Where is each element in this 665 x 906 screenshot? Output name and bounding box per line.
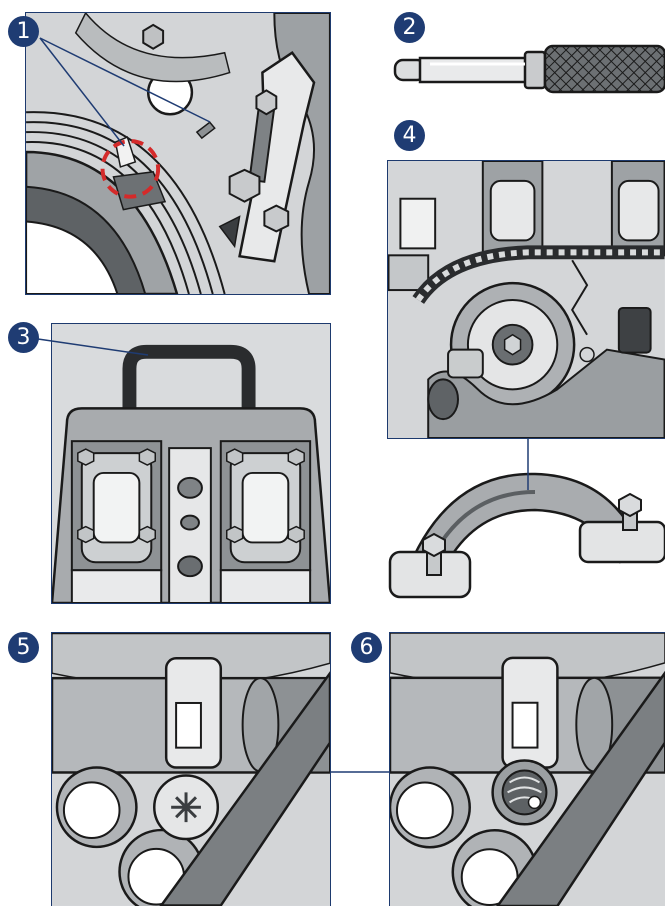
crankshaft-pulley-icon	[26, 13, 330, 294]
chain-tensioner-clamp-icon	[388, 472, 665, 599]
panel-4-timing-chain	[387, 160, 665, 439]
badge-step-5: 5	[8, 632, 39, 663]
panel-3-camshaft-lock	[51, 323, 331, 604]
camshaft-bolt-icon	[52, 633, 330, 906]
badge-step-4: 4	[394, 120, 425, 151]
panel-2-locking-pin	[385, 38, 665, 98]
timing-chain-icon	[388, 161, 665, 438]
panel-4-tensioner-clamp	[385, 462, 665, 607]
camshaft-lock-tool-icon	[52, 324, 330, 603]
badge-step-2: 2	[394, 12, 425, 43]
camshaft-bolt-removed-icon	[390, 633, 665, 906]
badge-step-6: 6	[351, 632, 382, 663]
badge-step-1: 1	[8, 16, 39, 47]
panel-1-crankshaft-pulley	[25, 12, 331, 295]
panel-6-camshaft-bolt-removed	[389, 632, 665, 906]
panel-5-camshaft-bolt	[51, 632, 331, 906]
locking-pin-icon	[393, 44, 665, 94]
badge-step-3: 3	[8, 322, 39, 353]
